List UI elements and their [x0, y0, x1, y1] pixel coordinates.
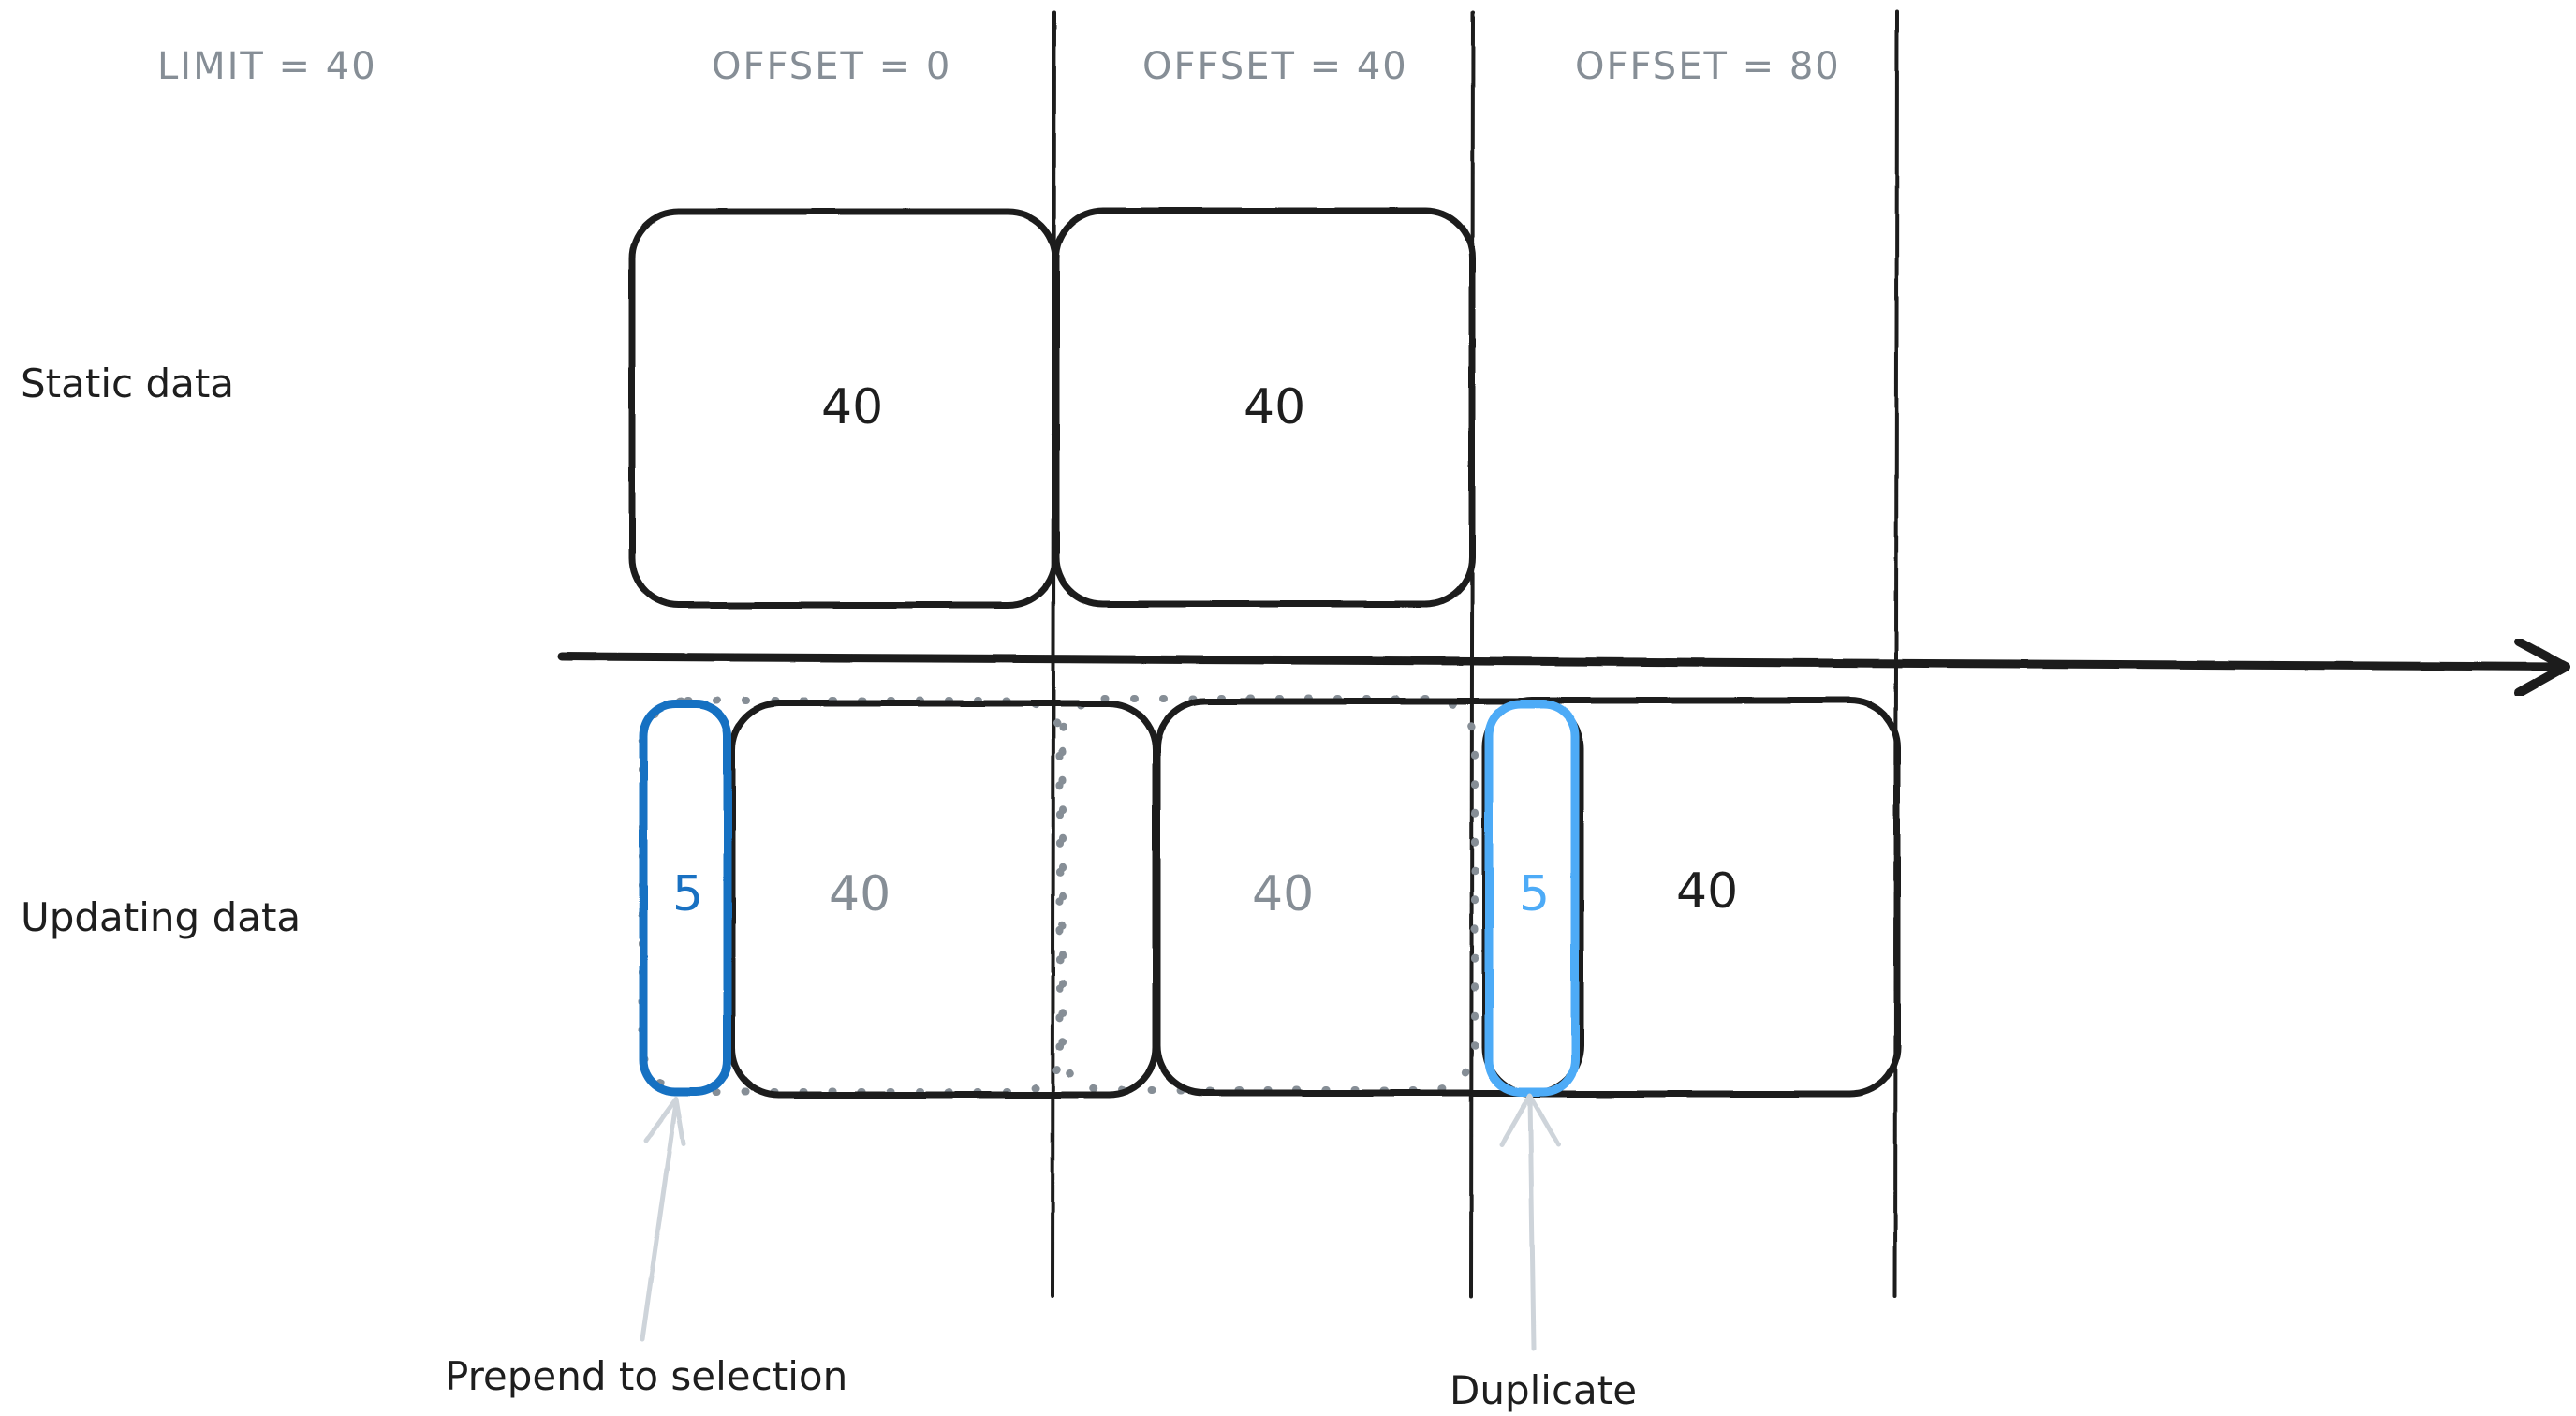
static-page-box-2 [1052, 207, 1476, 608]
time-axis [557, 637, 2570, 698]
inserted-value-prepend: 5 [672, 866, 704, 922]
inserted-value-duplicate: 5 [1519, 866, 1551, 922]
annotation-duplicate: Duplicate [1450, 1367, 1638, 1413]
inserted-rows-box-duplicate [1484, 700, 1580, 1097]
header-offset-0: OFFSET = 0 [712, 45, 952, 88]
row-label-updating: Updating data [21, 894, 302, 940]
divider-offset-0 [1051, 10, 1056, 1298]
static-page-value-1: 40 [821, 379, 884, 435]
annotation-prepend: Prepend to selection [445, 1353, 848, 1399]
ghost-outline-1 [639, 697, 1067, 1096]
updating-page-value-2: 40 [1252, 866, 1315, 922]
header-offset-40: OFFSET = 40 [1142, 45, 1408, 88]
divider-offset-80 [1893, 10, 1899, 1298]
updating-page-value-1: 40 [829, 866, 891, 922]
updating-page-box-2 [1154, 698, 1584, 1097]
header-offset-80: OFFSET = 80 [1575, 45, 1841, 88]
header-limit: LIMIT = 40 [157, 45, 377, 88]
static-page-value-2: 40 [1244, 379, 1306, 435]
callout-arrow-duplicate [1527, 1095, 1537, 1351]
row-label-static: Static data [21, 361, 235, 406]
updating-page-box-1 [729, 700, 1159, 1099]
inserted-rows-box-prepend [639, 700, 732, 1097]
updating-page-value-3: 40 [1676, 863, 1739, 920]
callout-arrow-prepend [640, 1100, 679, 1342]
divider-offset-40 [1469, 10, 1475, 1298]
